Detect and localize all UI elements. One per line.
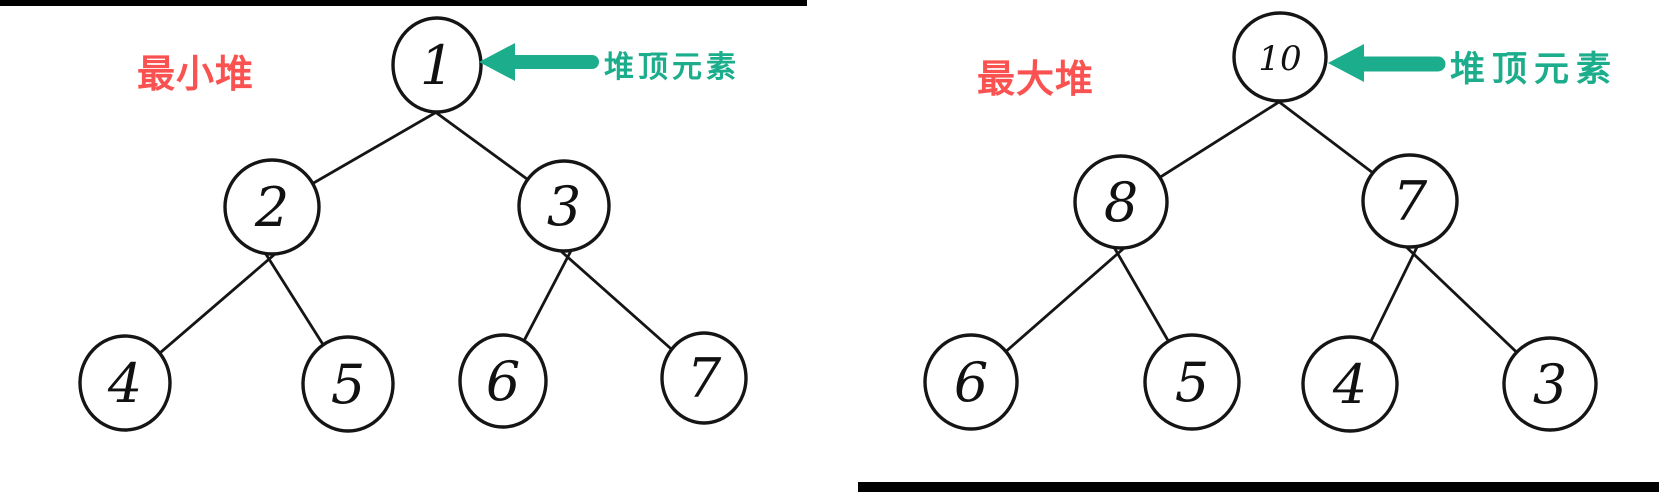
max-heap-title: 最大堆 xyxy=(977,59,1095,101)
max-heap-edges xyxy=(969,93,1552,386)
max-heap-node-10 xyxy=(1232,11,1328,103)
min-heap-node-4 xyxy=(78,334,172,432)
max-heap-node-6 xyxy=(923,333,1019,431)
min-heap-node-3-value: 3 xyxy=(547,175,581,238)
min-heap-node-1-value: 1 xyxy=(420,34,454,97)
min-heap-top-element-label: 堆顶元素 xyxy=(604,51,740,84)
min-heap-node-4-value: 4 xyxy=(107,352,142,415)
min-heap-nodes: 1 2 3 4 5 6 7 xyxy=(78,16,748,433)
min-heap-node-7-value: 7 xyxy=(687,347,722,410)
min-heap-node-6 xyxy=(458,333,548,429)
max-heap-top-arrow-icon xyxy=(1328,44,1446,82)
arrow-head xyxy=(479,43,515,81)
min-heap-node-3 xyxy=(517,159,611,253)
max-heap-node-4 xyxy=(1301,335,1399,433)
max-heap-node-10-value: 10 xyxy=(1258,39,1301,79)
min-heap-title: 最小堆 xyxy=(137,54,255,96)
max-heap-node-8-value: 8 xyxy=(1104,171,1138,234)
max-heap-node-7 xyxy=(1361,153,1459,249)
min-heap-node-2 xyxy=(223,158,321,256)
min-heap-top-arrow-icon xyxy=(479,43,599,81)
top-border-bar xyxy=(0,0,807,6)
min-heap-node-5 xyxy=(301,335,395,433)
min-heap-edges xyxy=(123,104,706,386)
min-heap-node-1 xyxy=(391,16,483,114)
max-heap-node-5-value: 5 xyxy=(1175,351,1209,414)
arrow-head xyxy=(1328,44,1364,82)
min-heap-node-2-value: 2 xyxy=(254,176,289,239)
max-heap-node-3 xyxy=(1502,336,1598,432)
bottom-border-bar xyxy=(858,482,1659,492)
max-heap-node-4-value: 4 xyxy=(1332,353,1367,416)
max-heap-node-8 xyxy=(1073,154,1169,250)
max-heap-nodes: 10 8 7 6 5 4 3 xyxy=(923,11,1598,433)
min-heap-node-6-value: 6 xyxy=(486,350,520,413)
max-heap-node-6-value: 6 xyxy=(954,351,988,414)
min-heap-node-5-value: 5 xyxy=(331,353,365,416)
max-heap-node-5 xyxy=(1143,333,1241,431)
max-heap-top-element-label: 堆顶元素 xyxy=(1450,50,1619,89)
max-heap-node-3-value: 3 xyxy=(1533,353,1567,416)
max-heap-node-7-value: 7 xyxy=(1393,170,1428,233)
min-heap-node-7 xyxy=(660,331,748,425)
